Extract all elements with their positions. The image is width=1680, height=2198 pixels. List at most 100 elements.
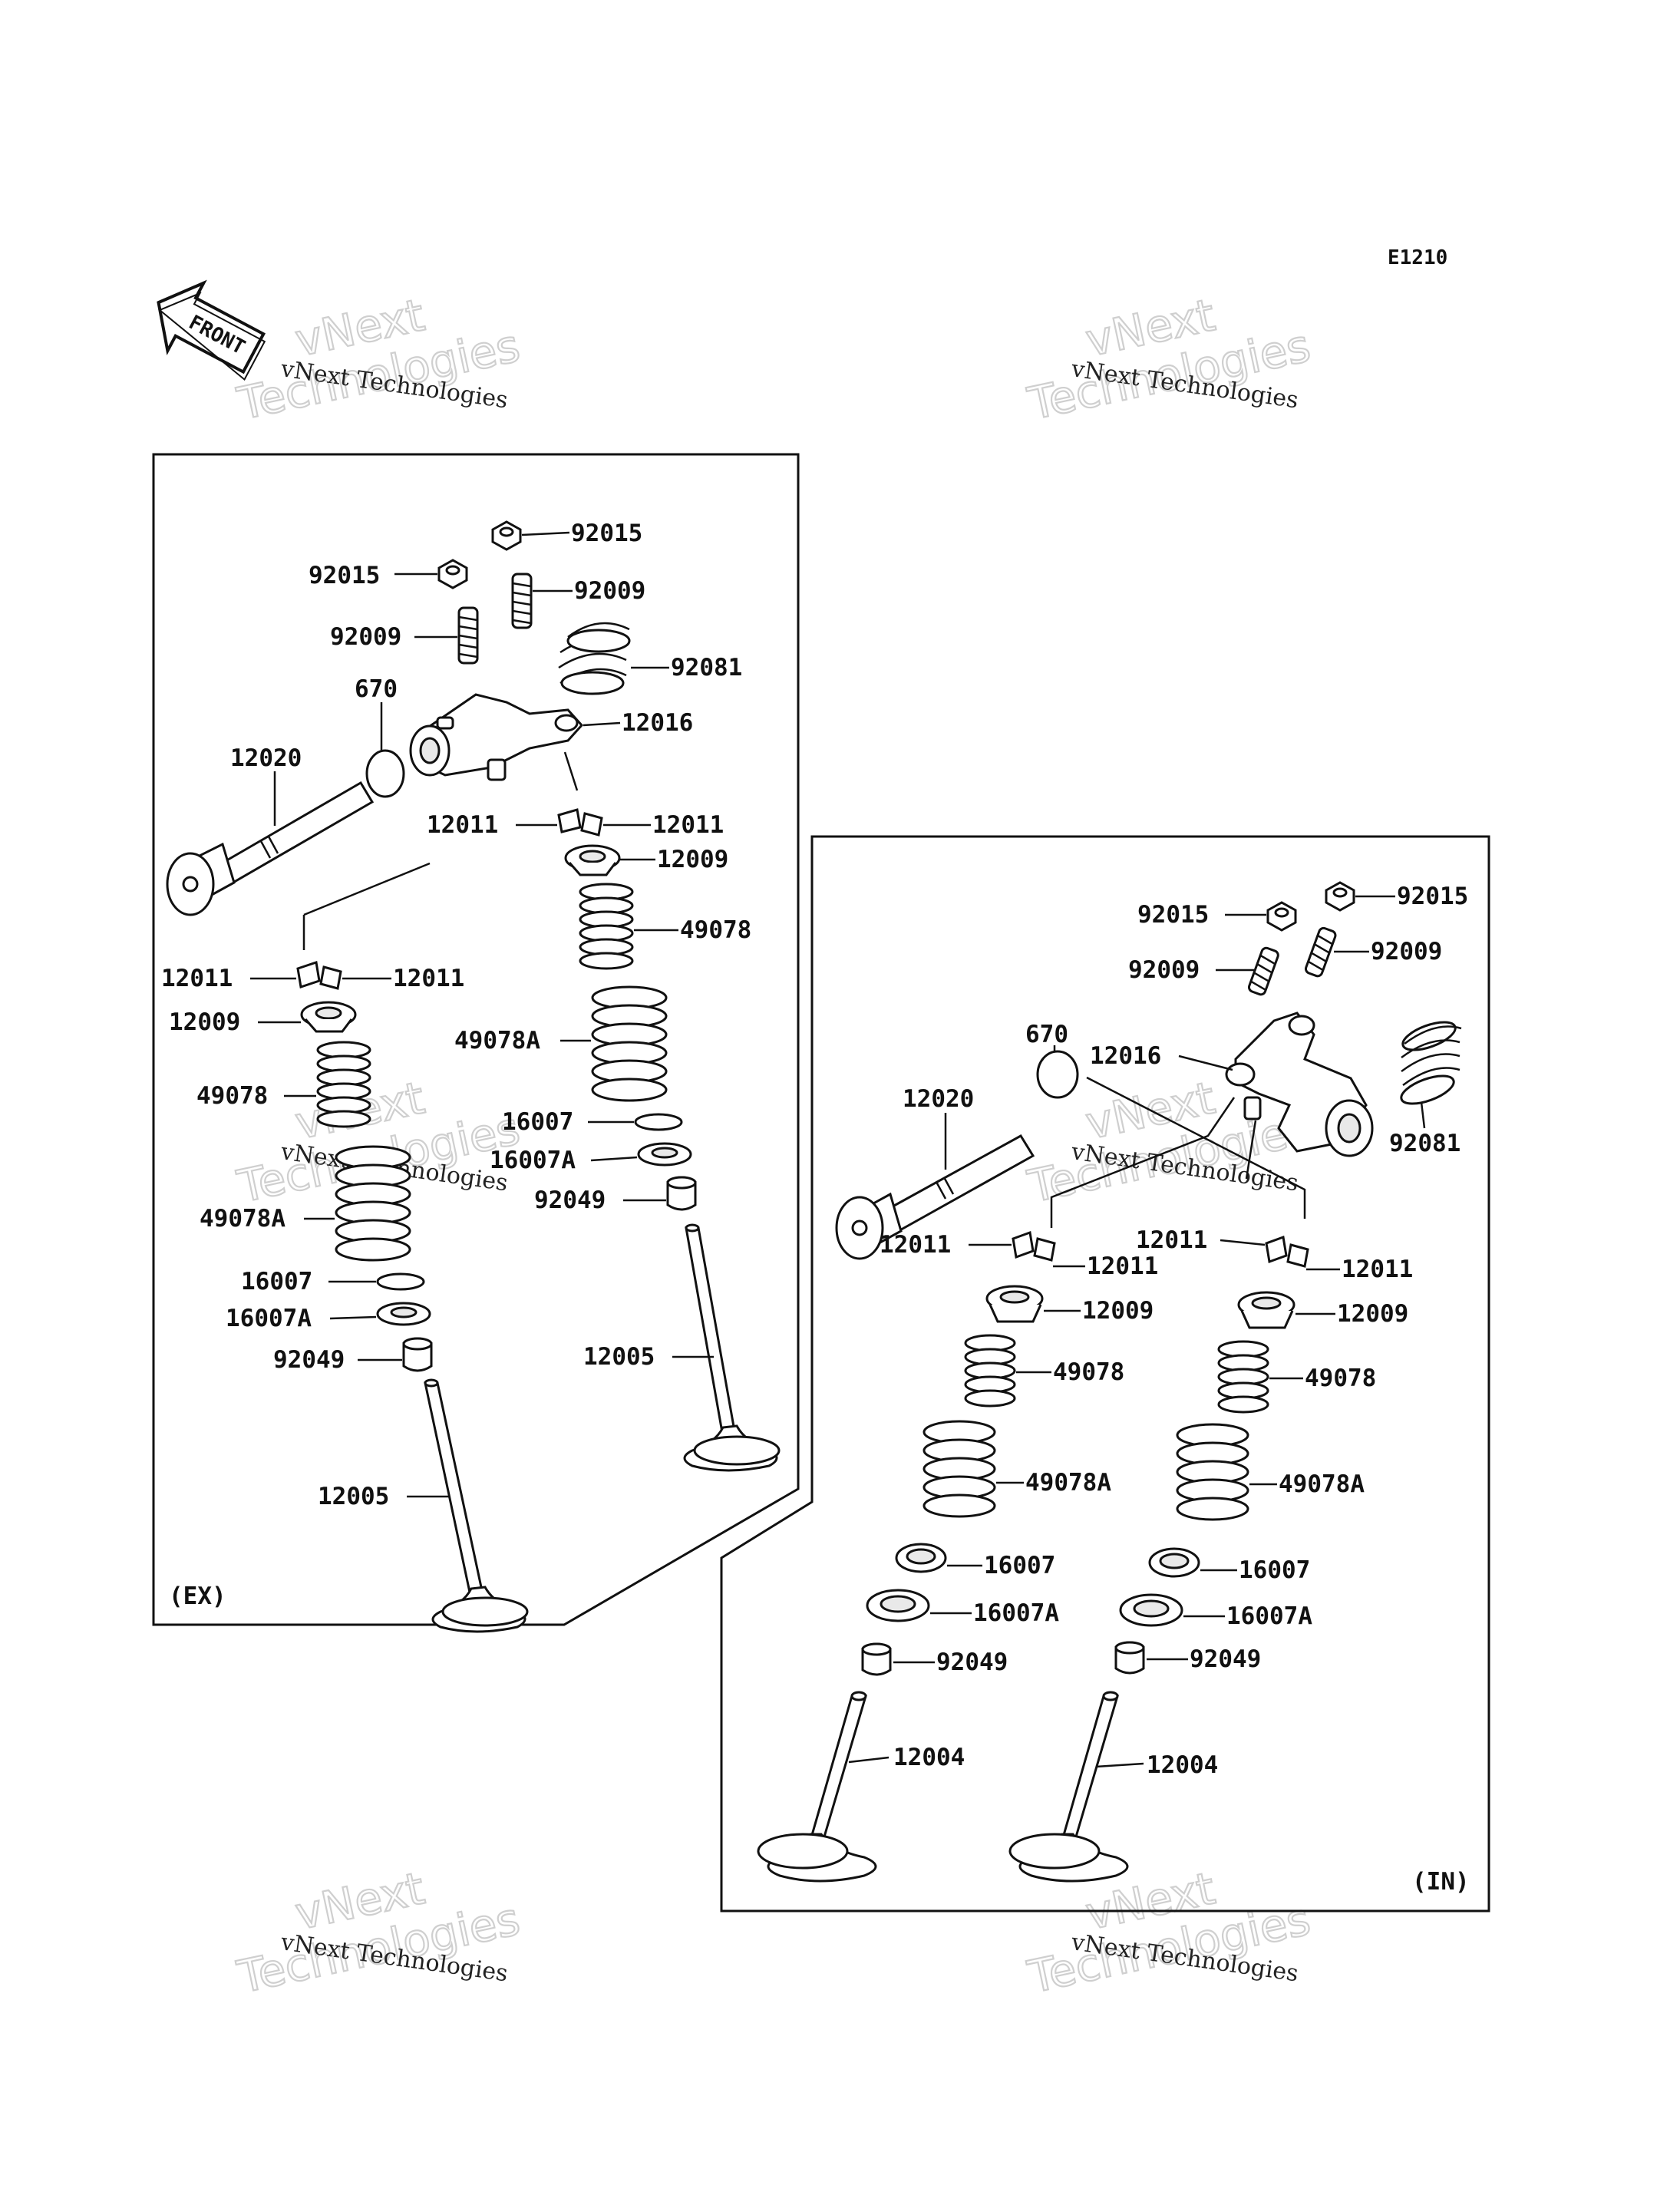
part-number-label: 12009 [1337,1300,1408,1328]
cotter-icon [1012,1230,1056,1262]
outer-spring-icon [591,985,668,1102]
spring-seat-icon [376,1272,425,1291]
part-number-label: 12020 [230,744,302,772]
screw-icon [457,606,479,665]
part-number-label: 92049 [1190,1645,1261,1673]
part-number-label: 12011 [1087,1252,1158,1280]
part-number-label: 92015 [1137,901,1209,929]
screw-icon [1247,946,1279,996]
valve-icon [424,1378,529,1633]
part-number-label: 92049 [273,1346,345,1374]
screw-icon [1304,926,1337,978]
nut-icon [437,559,468,589]
part-number-label: 12004 [893,1744,965,1771]
outer-spring-icon [1176,1423,1249,1521]
ex-label: (EX) [169,1582,226,1610]
screw-icon [511,573,533,629]
part-number-label: 12005 [583,1343,655,1371]
cotter-icon [1265,1235,1309,1268]
stem-seal-icon [1114,1641,1145,1675]
part-number-label: 49078 [196,1082,268,1110]
part-number-label: 12011 [1342,1256,1413,1283]
part-number-label: 16007 [984,1552,1055,1579]
inner-spring-icon [579,883,634,970]
retainer-icon [300,1001,357,1033]
spring-seat-icon [895,1543,947,1573]
rocker-shaft-icon [166,781,375,916]
nut-icon [1325,881,1355,912]
rocker-arm-icon [409,693,584,781]
o-ring-icon [1036,1050,1079,1099]
part-number-label: 92049 [534,1186,606,1214]
retainer-icon [985,1285,1044,1323]
retainer-icon [1237,1291,1295,1329]
part-number-label: 92015 [309,562,380,589]
spring-seat-icon [1148,1547,1200,1578]
part-number-label: 12016 [1090,1042,1161,1070]
in-section: (IN) 92015 92015 92009 92009 670 [720,835,1490,1913]
part-number-label: 49078A [454,1027,540,1054]
part-number-label: 92015 [1397,883,1468,910]
inner-spring-icon [964,1334,1016,1408]
outer-spring-icon [923,1420,996,1518]
o-ring-icon [365,749,405,798]
part-number-label: 92009 [574,577,645,605]
part-number-label: 16007 [241,1268,312,1295]
outer-spring-icon [335,1145,411,1262]
watermark: vNext Technologies vNext Technologies vN… [232,288,1315,2004]
part-number-label: 92081 [671,654,742,682]
retainer-icon [564,844,621,876]
part-number-label: 49078A [1279,1470,1365,1498]
part-number-label: 12011 [652,811,724,839]
part-number-label: 12005 [318,1483,389,1510]
valve-icon [1008,1691,1129,1883]
part-number-label: 12016 [622,709,693,737]
ex-frame [152,453,800,1626]
valve-icon [683,1223,781,1472]
part-number-label: 16007A [490,1147,576,1174]
part-number-label: 12004 [1147,1751,1218,1779]
ex-section: (EX) 92015 92015 92009 92009 [152,453,800,1633]
rocker-arm-icon [1225,1012,1374,1157]
part-number-label: 16007A [1226,1602,1312,1630]
part-number-label: 12011 [880,1231,951,1259]
part-number-label: 49078A [200,1205,286,1233]
spring-seat-a-icon [866,1589,930,1622]
rocker-shaft-icon [835,1134,1035,1260]
part-number-label: 92015 [571,520,642,547]
part-number-label: 12011 [161,965,233,992]
cotter-icon [557,808,603,837]
nut-icon [491,520,522,551]
part-number-label: 12020 [903,1085,974,1113]
part-number-label: 49078 [1053,1358,1124,1386]
part-number-label: 16007 [1239,1556,1310,1584]
part-number-label: 92009 [1371,938,1442,965]
part-number-label: 12011 [1136,1226,1207,1254]
part-number-label: 12011 [427,811,498,839]
part-number-label: 49078 [1305,1365,1376,1392]
part-number-label: 12009 [1082,1297,1154,1325]
cotter-icon [296,961,342,990]
part-number-label: 92009 [330,623,401,651]
part-number-label: 92009 [1128,956,1200,984]
part-number-label: 12009 [169,1008,240,1036]
spring-icon [1400,1021,1462,1105]
stem-seal-icon [666,1176,697,1211]
diagram-code: E1210 [1388,246,1447,269]
part-number-label: 49078 [680,916,751,944]
part-number-label: 670 [355,675,398,703]
spring-seat-a-icon [376,1302,431,1326]
part-number-label: 49078A [1025,1469,1111,1497]
part-number-label: 16007 [502,1108,573,1136]
part-number-label: 92081 [1389,1130,1461,1157]
part-number-label: 12009 [657,846,728,873]
inner-spring-icon [1217,1340,1269,1414]
part-number-label: 12011 [393,965,464,992]
stem-seal-icon [402,1337,433,1372]
nut-icon [1266,901,1297,932]
stem-seal-icon [861,1642,892,1676]
part-number-label: 670 [1025,1021,1068,1048]
in-label: (IN) [1412,1868,1470,1896]
in-frame [720,835,1490,1913]
